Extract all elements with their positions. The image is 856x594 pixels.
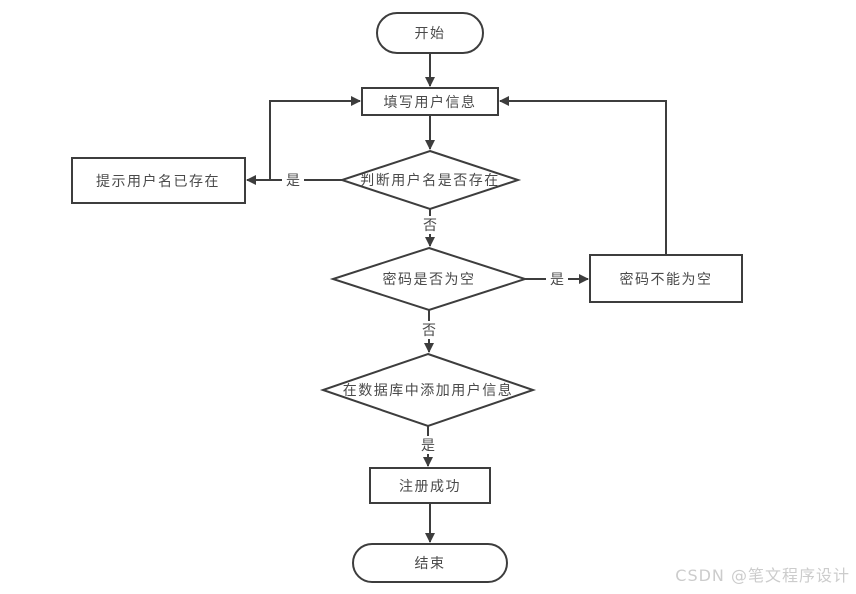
end-terminator-shape xyxy=(352,543,508,583)
register-success-process-shape xyxy=(369,467,491,504)
edge-label-bg xyxy=(417,436,439,454)
edge-label-bg xyxy=(282,171,304,189)
check-password-empty-node-label: 密码是否为空 xyxy=(383,271,476,288)
edge-label-database-yes: 是 xyxy=(421,438,435,454)
edge-label-bg xyxy=(546,270,568,288)
start-terminator-shape xyxy=(376,12,484,54)
password-not-empty-tip-process-shape xyxy=(589,254,743,303)
add-user-to-database-node: 在数据库中添加用户信息 xyxy=(319,352,537,428)
edge-username-exists-tip-to-fill-user-info xyxy=(269,96,361,180)
end-node-label: 结束 xyxy=(415,556,446,572)
check-username-node-label: 判断用户名是否存在 xyxy=(360,172,500,189)
check-password-empty-node: 密码是否为空 xyxy=(329,246,529,312)
csdn-watermark: CSDN @笔文程序设计 xyxy=(675,566,850,585)
edge-label-bg xyxy=(418,321,440,339)
edge-label-password-yes: 是 xyxy=(550,272,564,288)
check-username-node: 判断用户名是否存在 xyxy=(338,149,522,211)
start-node-label: 开始 xyxy=(415,26,446,42)
start-node: 开始 xyxy=(376,12,484,54)
end-node: 结束 xyxy=(352,543,508,583)
check-username-decision-shape xyxy=(338,149,522,211)
username-exists-tip-node: 提示用户名已存在 xyxy=(71,157,246,204)
add-user-to-database-node-label: 在数据库中添加用户信息 xyxy=(343,382,514,399)
username-exists-tip-node-label: 提示用户名已存在 xyxy=(96,173,220,190)
password-not-empty-tip-node: 密码不能为空 xyxy=(589,254,743,303)
register-success-node: 注册成功 xyxy=(369,467,491,504)
edge-label-username-yes: 是 xyxy=(286,173,300,189)
username-exists-tip-process-shape xyxy=(71,157,246,204)
edge-label-bg xyxy=(419,216,441,234)
edge-label-username-no: 否 xyxy=(423,218,437,234)
edge-password-not-empty-tip-to-fill-user-info xyxy=(499,96,667,255)
register-success-node-label: 注册成功 xyxy=(399,479,461,495)
check-password-empty-decision-shape xyxy=(329,246,529,312)
fill-user-info-node-label: 填写用户信息 xyxy=(384,94,477,111)
password-not-empty-tip-node-label: 密码不能为空 xyxy=(620,271,713,288)
add-user-to-database-decision-shape xyxy=(319,352,537,428)
fill-user-info-process-shape xyxy=(361,87,499,116)
edge-label-password-no: 否 xyxy=(422,323,436,339)
fill-user-info-node: 填写用户信息 xyxy=(361,87,499,116)
